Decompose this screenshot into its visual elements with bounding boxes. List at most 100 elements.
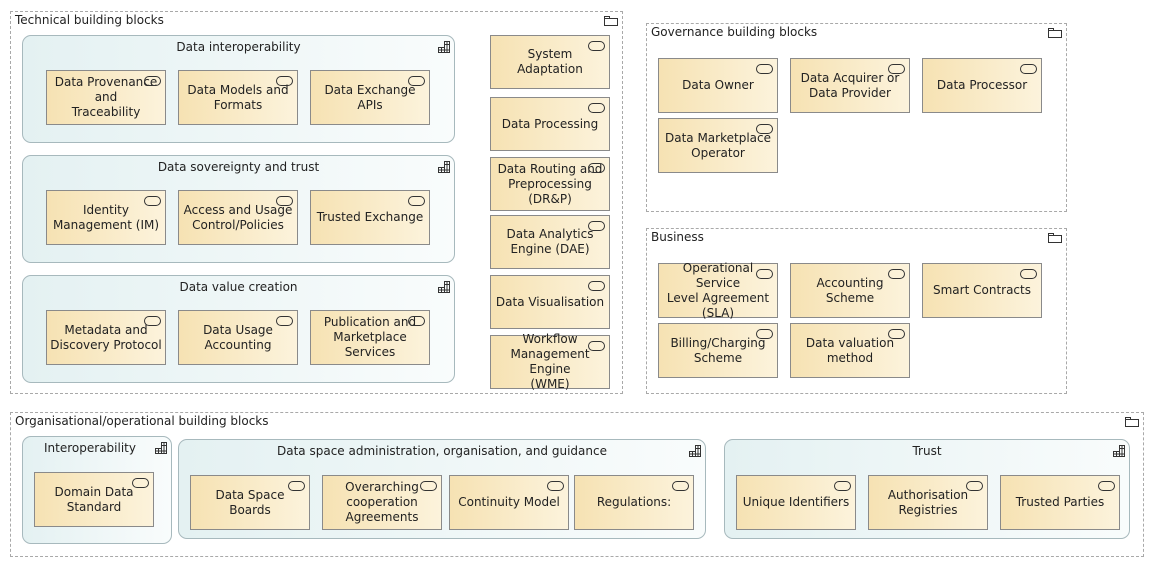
- service-icon: [420, 481, 437, 491]
- service-icon: [756, 269, 773, 279]
- grouping-label: Trust: [912, 444, 942, 458]
- service-publication-and-marketplace-services[interactable]: Publication and Marketplace Services: [310, 310, 430, 365]
- service-overarching-cooperation-agreements[interactable]: Overarching cooperation Agreements: [322, 475, 442, 530]
- service-label: Data Marketplace Operator: [664, 130, 771, 160]
- service-data-valuation-method[interactable]: Data valuation method: [790, 323, 910, 378]
- service-label: Continuity Model: [458, 495, 560, 509]
- service-icon: [888, 269, 905, 279]
- service-icon: [144, 196, 161, 206]
- service-regulations[interactable]: Regulations:: [574, 475, 694, 530]
- service-icon: [1098, 481, 1115, 491]
- service-icon: [408, 196, 425, 206]
- group-label: Technical building blocks: [15, 13, 164, 27]
- service-data-owner[interactable]: Data Owner: [658, 58, 778, 113]
- grouping-label: Data space administration, organisation,…: [277, 444, 607, 458]
- grouping-label: Data sovereignty and trust: [157, 160, 320, 174]
- service-data-provenance-and-traceability[interactable]: Data Provenance and Traceability: [46, 70, 166, 125]
- service-icon: [132, 478, 149, 488]
- service-label: Data Processing: [501, 116, 599, 131]
- folder-icon: [1125, 417, 1139, 427]
- service-identity-management[interactable]: Identity Management (IM): [46, 190, 166, 245]
- service-data-models-and-formats[interactable]: Data Models and Formats: [178, 70, 298, 125]
- grouping-icon: [438, 161, 450, 173]
- service-data-analytics-engine[interactable]: Data Analytics Engine (DAE): [490, 215, 610, 269]
- service-icon: [1020, 269, 1037, 279]
- service-icon: [588, 221, 605, 231]
- service-icon: [144, 316, 161, 326]
- service-trusted-parties[interactable]: Trusted Parties: [1000, 475, 1120, 530]
- group-governance-building-blocks[interactable]: Governance building blocks: [646, 23, 1067, 212]
- service-system-adaptation[interactable]: System Adaptation: [490, 35, 610, 89]
- service-data-routing-and-preprocessing[interactable]: Data Routing and Preprocessing (DR&P): [490, 157, 610, 211]
- service-trusted-exchange[interactable]: Trusted Exchange: [310, 190, 430, 245]
- folder-icon: [1048, 233, 1062, 243]
- service-access-and-usage-control[interactable]: Access and Usage Control/Policies: [178, 190, 298, 245]
- service-label: Data Routing and Preprocessing (DR&P): [497, 161, 603, 206]
- group-label: Organisational/operational building bloc…: [15, 414, 269, 428]
- service-label: Operational Service Level Agreement (SLA…: [666, 260, 770, 320]
- service-icon: [888, 329, 905, 339]
- grouping-icon: [438, 41, 450, 53]
- folder-icon: [1048, 28, 1062, 38]
- service-label: Data Exchange APIs: [324, 82, 416, 112]
- service-data-acquirer-or-provider[interactable]: Data Acquirer or Data Provider: [790, 58, 910, 113]
- service-icon: [966, 481, 983, 491]
- service-icon: [276, 76, 293, 86]
- service-label: Regulations:: [596, 495, 672, 509]
- folder-icon: [604, 16, 618, 26]
- service-icon: [288, 481, 305, 491]
- service-accounting-scheme[interactable]: Accounting Scheme: [790, 263, 910, 318]
- service-label: Workflow Management Engine (WME): [510, 332, 590, 391]
- service-label: Data Analytics Engine (DAE): [506, 227, 594, 256]
- service-label: Data Models and Formats: [187, 82, 289, 112]
- service-icon: [588, 163, 605, 173]
- service-smart-contracts[interactable]: Smart Contracts: [922, 263, 1042, 318]
- service-data-usage-accounting[interactable]: Data Usage Accounting: [178, 310, 298, 365]
- service-label: Billing/Charging Scheme: [670, 335, 766, 365]
- service-icon: [408, 76, 425, 86]
- service-data-visualisation[interactable]: Data Visualisation: [490, 275, 610, 329]
- service-icon: [276, 316, 293, 326]
- service-icon: [888, 64, 905, 74]
- service-icon: [547, 481, 564, 491]
- service-label: Data Space Boards: [215, 487, 285, 517]
- service-icon: [144, 76, 161, 86]
- service-unique-identifiers[interactable]: Unique Identifiers: [736, 475, 856, 530]
- grouping-icon: [438, 281, 450, 293]
- service-label: Accounting Scheme: [816, 275, 884, 305]
- service-data-space-boards[interactable]: Data Space Boards: [190, 475, 310, 530]
- service-data-processor[interactable]: Data Processor: [922, 58, 1042, 113]
- service-icon: [276, 196, 293, 206]
- service-continuity-model[interactable]: Continuity Model: [449, 475, 569, 530]
- service-operational-sla[interactable]: Operational Service Level Agreement (SLA…: [658, 260, 778, 320]
- service-label: Trusted Exchange: [316, 210, 424, 224]
- service-data-processing[interactable]: Data Processing: [490, 97, 610, 151]
- service-label: System Adaptation: [517, 47, 583, 76]
- service-workflow-management-engine[interactable]: Workflow Management Engine (WME): [490, 332, 610, 391]
- service-icon: [756, 124, 773, 134]
- service-label: Domain Data Standard: [54, 484, 134, 514]
- grouping-label: Interoperability: [44, 441, 136, 455]
- grouping-icon: [689, 445, 701, 457]
- service-label: Overarching cooperation Agreements: [345, 480, 419, 524]
- service-icon: [588, 341, 605, 351]
- grouping-label: Data value creation: [179, 280, 298, 294]
- service-label: Data Visualisation: [495, 294, 605, 309]
- grouping-label: Data interoperability: [176, 40, 301, 54]
- service-authorisation-registries[interactable]: Authorisation Registries: [868, 475, 988, 530]
- service-billing-charging-scheme[interactable]: Billing/Charging Scheme: [658, 323, 778, 378]
- service-label: Data Processor: [936, 78, 1028, 92]
- service-domain-data-standard[interactable]: Domain Data Standard: [34, 472, 154, 527]
- service-icon: [1020, 64, 1037, 74]
- service-label: Smart Contracts: [933, 283, 1031, 297]
- service-data-exchange-apis[interactable]: Data Exchange APIs: [310, 70, 430, 125]
- service-metadata-and-discovery-protocol[interactable]: Metadata and Discovery Protocol: [46, 310, 166, 365]
- service-data-marketplace-operator[interactable]: Data Marketplace Operator: [658, 118, 778, 173]
- service-icon: [756, 329, 773, 339]
- service-label: Data Usage Accounting: [203, 322, 273, 352]
- service-icon: [408, 316, 425, 326]
- service-icon: [756, 64, 773, 74]
- service-label: Trusted Parties: [1015, 495, 1105, 509]
- service-icon: [588, 281, 605, 291]
- group-label: Business: [651, 230, 704, 244]
